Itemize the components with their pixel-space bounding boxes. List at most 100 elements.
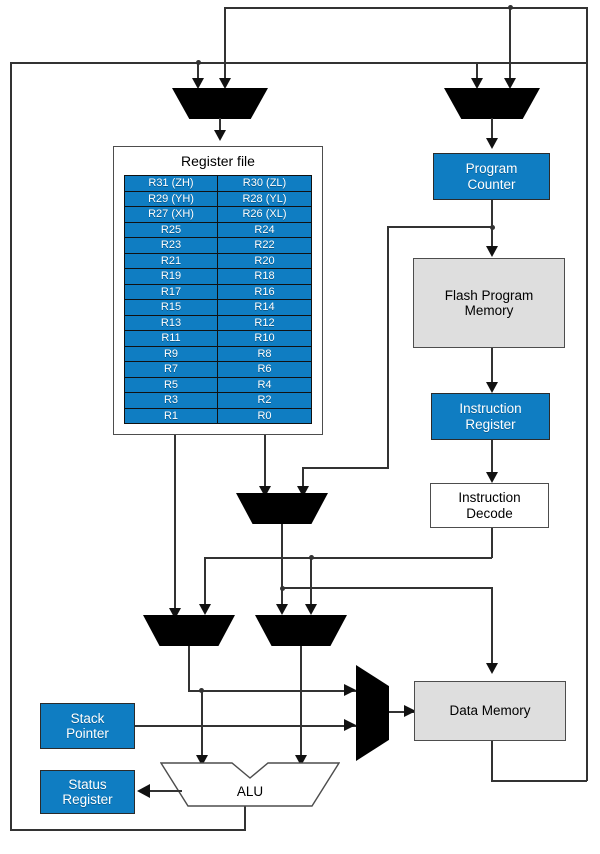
register-cell[interactable]: R29 (YH) — [125, 191, 218, 206]
wire-mux5-out-to-alu — [300, 646, 302, 762]
junction-secondbus-mux1 — [196, 60, 201, 65]
wire-alu-to-status — [150, 790, 182, 792]
arrow-alu-in-a — [196, 755, 208, 766]
arrow-addrmux-in1 — [344, 684, 356, 696]
register-cell[interactable]: R15 — [125, 300, 218, 315]
wire-pc-branch-mux3-in — [302, 467, 304, 488]
wire-flash-to-ir — [491, 348, 493, 388]
wire-regfile-out-a — [174, 435, 176, 615]
register-cell[interactable]: R25 — [125, 222, 218, 237]
register-cell[interactable]: R13 — [125, 315, 218, 330]
register-cell[interactable]: R0 — [218, 408, 311, 423]
mux-data-memory-address[interactable] — [356, 665, 389, 761]
block-instruction-decode[interactable]: Instruction Decode — [430, 483, 549, 528]
register-cell[interactable]: R8 — [218, 346, 311, 361]
register-cell[interactable]: R23 — [125, 238, 218, 253]
arrow-mux5-in2 — [305, 604, 317, 615]
arrow-flash-to-ir — [486, 382, 498, 393]
register-cell[interactable]: R28 (YL) — [218, 191, 311, 206]
register-cell[interactable]: R20 — [218, 253, 311, 268]
block-alu[interactable]: ALU — [160, 762, 340, 807]
mux-pc-input[interactable] — [444, 88, 540, 119]
register-cell[interactable]: R6 — [218, 362, 311, 377]
wire-stackpointer-to-addrmux — [135, 725, 356, 727]
instruction-decode-label: Instruction Decode — [458, 490, 521, 521]
wire-decode-control-bus — [204, 557, 492, 559]
wire-mux4-to-addrmux — [188, 690, 356, 692]
wire-top-bus-right-drop — [586, 7, 588, 63]
alu-shape — [160, 762, 340, 807]
wire-top-bus — [224, 7, 588, 9]
register-cell[interactable]: R1 — [125, 408, 218, 423]
block-program-counter[interactable]: Program Counter — [433, 153, 550, 200]
wire-mux4-out — [188, 646, 190, 691]
register-cell[interactable]: R24 — [218, 222, 311, 237]
register-row: R29 (YH)R28 (YL) — [125, 191, 311, 207]
arrow-pc-to-flash — [486, 246, 498, 257]
arrow-mux2-in2 — [504, 78, 516, 89]
wire-datamem-out-down — [491, 741, 493, 781]
register-row: R31 (ZH)R30 (ZL) — [125, 176, 311, 192]
wire-mux3-branch-right — [281, 587, 493, 589]
register-cell[interactable]: R3 — [125, 393, 218, 408]
wire-decode-to-mux5b — [310, 557, 312, 611]
register-cell[interactable]: R9 — [125, 346, 218, 361]
block-stack-pointer[interactable]: Stack Pointer — [40, 703, 135, 749]
arrow-mux1-in1 — [192, 78, 204, 89]
arrow-mux2-out — [486, 138, 498, 149]
block-flash-program-memory[interactable]: Flash Program Memory — [413, 258, 565, 348]
program-counter-label: Program Counter — [465, 161, 518, 192]
register-cell[interactable]: R5 — [125, 377, 218, 392]
block-data-memory[interactable]: Data Memory — [414, 681, 566, 741]
arrow-addrmux-in2 — [344, 719, 356, 731]
register-cell[interactable]: R18 — [218, 269, 311, 284]
register-cell[interactable]: R16 — [218, 284, 311, 299]
wire-second-bus — [10, 62, 588, 64]
register-cell[interactable]: R31 (ZH) — [125, 176, 218, 191]
register-cell[interactable]: R17 — [125, 284, 218, 299]
mux-regfile-output[interactable] — [236, 493, 328, 524]
arrow-mux3-out-to-mux5 — [276, 604, 288, 615]
mux-alu-operand-a[interactable] — [143, 615, 235, 646]
wire-pc-branch-down — [387, 226, 389, 468]
wire-ir-to-decode — [491, 440, 493, 478]
register-cell[interactable]: R14 — [218, 300, 311, 315]
mux-regfile-write[interactable] — [172, 88, 268, 119]
register-cell[interactable]: R30 (ZL) — [218, 176, 311, 191]
register-cell[interactable]: R7 — [125, 362, 218, 377]
junction-pc-branch — [490, 225, 495, 230]
arrow-datamem-in-top — [486, 663, 498, 674]
mux-alu-operand-b[interactable] — [255, 615, 347, 646]
arrow-datamem-in-left — [404, 705, 416, 717]
wire-datamem-out-up — [586, 62, 588, 781]
wire-mux3-out — [281, 524, 283, 611]
wire-secondbus-to-mux1-in1 — [197, 62, 199, 83]
status-register-label: Status Register — [62, 776, 113, 807]
register-cell[interactable]: R4 — [218, 377, 311, 392]
wire-addrmux-out — [389, 711, 414, 713]
block-status-register[interactable]: Status Register — [40, 770, 135, 814]
register-cell[interactable]: R2 — [218, 393, 311, 408]
register-cell[interactable]: R19 — [125, 269, 218, 284]
arrow-mux1-in2 — [219, 78, 231, 89]
register-file-grid: R31 (ZH)R30 (ZL)R29 (YH)R28 (YL)R27 (XH)… — [124, 175, 312, 424]
register-cell[interactable]: R26 (XL) — [218, 207, 311, 222]
register-cell[interactable]: R27 (XH) — [125, 207, 218, 222]
register-cell[interactable]: R11 — [125, 331, 218, 346]
register-cell[interactable]: R21 — [125, 253, 218, 268]
wire-pc-branch-to-mux3 — [302, 467, 389, 469]
wire-regfile-out-b — [264, 435, 266, 493]
register-cell[interactable]: R10 — [218, 331, 311, 346]
register-cell[interactable]: R22 — [218, 238, 311, 253]
block-instruction-register[interactable]: Instruction Register — [431, 393, 550, 440]
register-cell[interactable]: R12 — [218, 315, 311, 330]
arrow-mux3-in2 — [297, 486, 309, 497]
junction-topbus-mux2 — [508, 5, 513, 10]
wire-decode-to-mux4 — [204, 557, 206, 611]
